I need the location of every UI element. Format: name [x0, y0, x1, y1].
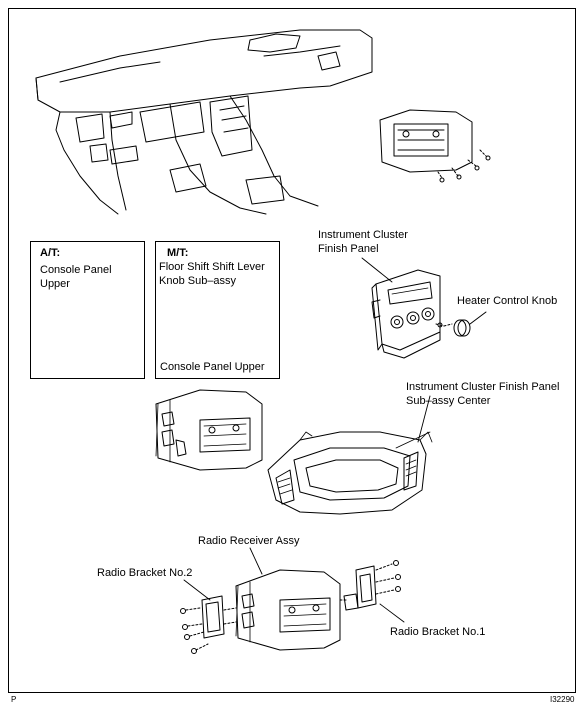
radio-receiver-middle-art — [155, 389, 263, 471]
inset-mt-box — [155, 241, 280, 379]
footer-figure-id: I32290 — [550, 695, 575, 704]
dashboard-illustration — [35, 29, 373, 215]
leader-lines — [183, 257, 431, 623]
label-cluster-center-line1: Instrument Cluster Finish Panel — [406, 381, 560, 393]
radio-bracket-no2-art — [180, 595, 237, 654]
label-cluster-center-line2: Sub–assy Center — [406, 395, 491, 407]
label-cluster-finish-panel-line1: Instrument Cluster — [318, 229, 408, 241]
footer-left-mark: P — [11, 695, 17, 704]
label-heater-control-knob: Heater Control Knob — [457, 295, 558, 307]
label-radio-bracket-no2: Radio Bracket No.2 — [97, 567, 193, 579]
inset-at-title: A/T: — [40, 247, 61, 259]
radio-receiver-bottom-art — [235, 569, 341, 651]
inset-mt-title: M/T: — [167, 247, 189, 259]
inset-at-label-line2: Upper — [40, 278, 70, 290]
inset-mt-label-line3: Console Panel Upper — [160, 361, 265, 373]
diagram-frame — [8, 8, 576, 693]
label-radio-bracket-no1: Radio Bracket No.1 — [390, 626, 486, 638]
label-cluster-finish-panel-line2: Finish Panel — [318, 243, 379, 255]
inset-at-label-line1: Console Panel — [40, 264, 112, 276]
heater-knob-art — [453, 311, 487, 337]
overview-radio-assembly — [379, 109, 491, 183]
inset-at-box — [30, 241, 145, 379]
cluster-finish-panel-art — [371, 269, 453, 359]
inset-mt-label-line1: Floor Shift Shift Lever — [159, 261, 265, 273]
cluster-center-panel-art — [267, 431, 433, 515]
label-radio-receiver-assy: Radio Receiver Assy — [198, 535, 300, 547]
inset-mt-label-line2: Knob Sub–assy — [159, 275, 237, 287]
radio-bracket-no1-art — [339, 560, 401, 611]
